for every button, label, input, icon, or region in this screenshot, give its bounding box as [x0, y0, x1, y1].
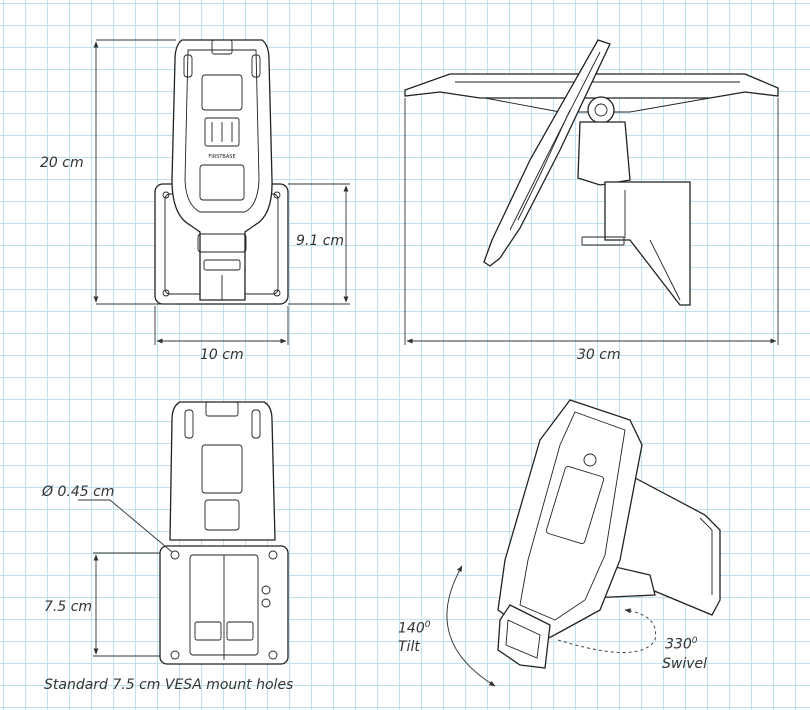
swivel-angle-label: 3300	[665, 636, 697, 653]
perspective-view	[497, 399, 721, 669]
swivel-word-label: Swivel	[662, 656, 708, 672]
tilt-angle-label: 1400	[398, 620, 430, 637]
base-height-label: 9.1 cm	[296, 233, 345, 249]
perspective-cradle	[497, 399, 643, 641]
swivel-degree: 0	[691, 636, 698, 646]
width-front-label: 10 cm	[200, 347, 244, 363]
swivel-value: 330	[665, 636, 692, 653]
brand-text: FIRSTBASE	[208, 154, 235, 160]
side-top-bar	[404, 73, 779, 99]
side-view	[404, 39, 779, 306]
perspective-grip	[497, 604, 551, 669]
hole-diameter-label: Ø 0.45 cm	[42, 484, 115, 500]
front-view: FIRSTBASE	[154, 39, 289, 305]
tilt-value: 140	[398, 620, 425, 637]
side-arm	[577, 121, 631, 186]
length-side-label: 30 cm	[577, 347, 621, 363]
vesa-hole	[268, 650, 278, 660]
side-hinge	[587, 96, 615, 124]
vesa-spacing-label: 7.5 cm	[44, 599, 93, 615]
vesa-hole	[170, 550, 180, 560]
back-cradle	[169, 401, 276, 541]
vesa-caption: Standard 7.5 cm VESA mount holes	[44, 677, 294, 693]
side-wall-block	[604, 181, 691, 306]
front-dimensions	[93, 39, 350, 345]
vesa-hole	[268, 550, 278, 560]
side-tilted-cradle	[483, 39, 611, 267]
rotation-indicators	[446, 565, 657, 687]
back-view	[159, 401, 289, 665]
height-front-label: 20 cm	[40, 155, 84, 171]
swivel-arc	[557, 608, 657, 653]
side-dimensions	[404, 98, 779, 345]
vesa-hole	[170, 650, 180, 660]
tilt-arc	[446, 565, 496, 687]
tilt-degree: 0	[424, 620, 431, 630]
vesa-dimensions	[78, 499, 173, 657]
tilt-word-label: Tilt	[398, 639, 420, 655]
